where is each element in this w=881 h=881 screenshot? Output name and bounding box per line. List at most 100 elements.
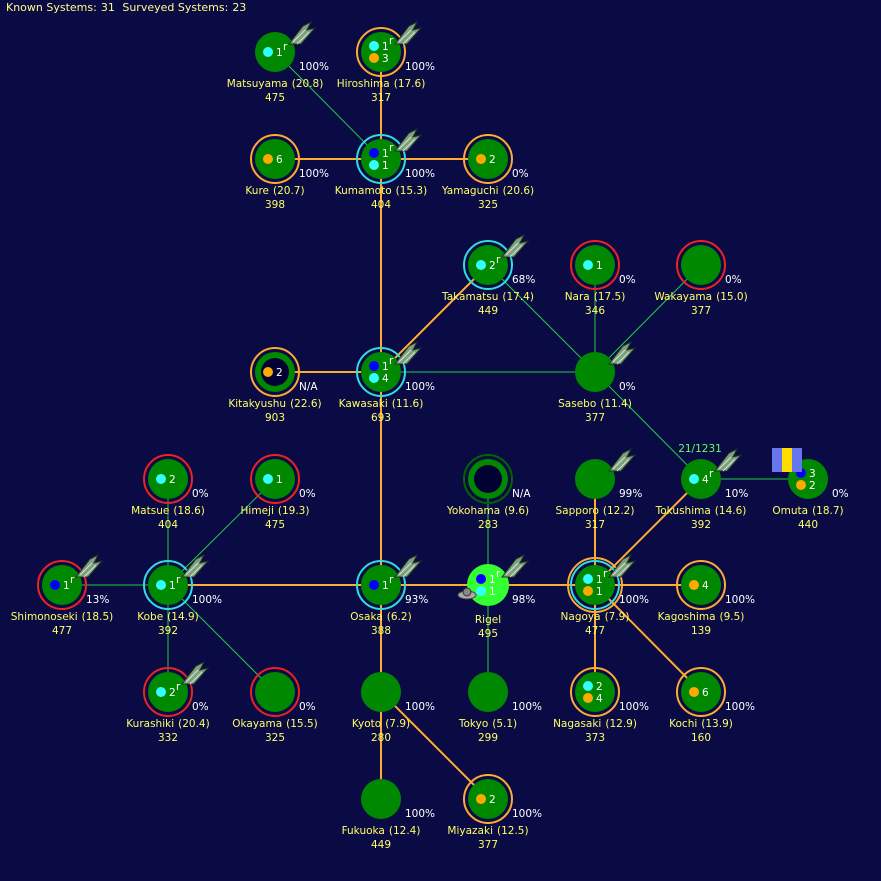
system-name-text: Kochi xyxy=(669,718,697,730)
unit-count: 1 xyxy=(63,580,70,592)
system-name-text: Osaka xyxy=(350,611,383,623)
system-sapporo[interactable]: 99%Sapporo(12.2)317 xyxy=(556,447,643,531)
fleet-icon[interactable] xyxy=(393,340,423,365)
system-value: 477 xyxy=(585,625,605,637)
system-value: 449 xyxy=(478,305,498,317)
hyperlane-tokushima-nagoya xyxy=(594,478,702,586)
fleet-icon[interactable] xyxy=(393,553,423,578)
fleet-icon[interactable] xyxy=(607,553,637,578)
fleet-icon[interactable] xyxy=(393,127,423,152)
system-nara[interactable]: 10%Nara(17.5)346 xyxy=(565,240,636,317)
system-name: Nara(17.5) xyxy=(565,291,626,303)
system-value: 373 xyxy=(585,732,605,744)
survey-percent: 100% xyxy=(192,594,222,606)
rally-marker: r xyxy=(709,468,714,480)
planet-icon xyxy=(575,672,615,712)
system-name-text: Kitakyushu xyxy=(228,398,286,410)
system-name-text: Sasebo xyxy=(558,398,596,410)
unit-count: 4 xyxy=(382,373,389,385)
system-ring xyxy=(463,240,513,290)
system-value: 693 xyxy=(371,412,391,424)
system-name-text: Omuta xyxy=(772,505,808,517)
surveyed-systems-count: 23 xyxy=(232,1,247,14)
system-wakayama[interactable]: 0%Wakayama(15.0)377 xyxy=(654,240,748,317)
system-sasebo[interactable]: 0%Sasebo(11.4)377 xyxy=(558,340,637,424)
system-distance: (12.4) xyxy=(389,825,421,837)
planet-icon xyxy=(575,352,615,392)
system-name-text: Rigel xyxy=(475,614,501,626)
system-matsue[interactable]: 20%Matsue(18.6)404 xyxy=(131,454,209,531)
system-ring xyxy=(463,454,513,504)
system-value: 325 xyxy=(478,199,498,211)
planet-icon xyxy=(255,32,295,72)
fleet-icon[interactable] xyxy=(74,553,104,578)
system-distance: (7.9) xyxy=(605,611,630,623)
rally-marker: r xyxy=(70,574,75,586)
rally-marker: r xyxy=(283,41,288,53)
unit-dot-blue xyxy=(369,148,379,158)
fleet-icon[interactable] xyxy=(500,233,530,258)
fleet-icon[interactable] xyxy=(287,20,317,45)
system-name: Wakayama(15.0) xyxy=(654,291,747,303)
fleet-icon[interactable] xyxy=(607,340,637,365)
surveyed-systems-label: Surveyed Systems: xyxy=(122,1,229,14)
unit-count: 2 xyxy=(489,794,496,806)
unit-count: 1 xyxy=(382,41,389,53)
system-tokyo[interactable]: 100%Tokyo(5.1)299 xyxy=(458,672,542,744)
fleet-icon[interactable] xyxy=(500,553,530,578)
system-name-text: Yokohama xyxy=(446,505,500,517)
unit-dot-orange xyxy=(583,586,593,596)
fleet-icon[interactable] xyxy=(393,20,423,45)
system-fukuoka[interactable]: 100%Fukuoka(12.4)449 xyxy=(342,779,435,851)
unit-count: 2 xyxy=(169,474,176,486)
system-name: Okayama(15.5) xyxy=(232,718,317,730)
system-distance: (17.4) xyxy=(502,291,534,303)
planet-icon xyxy=(468,779,508,819)
system-name-text: Matsuyama xyxy=(227,78,288,90)
system-himeji[interactable]: 10%Himeji(19.3)475 xyxy=(241,454,316,531)
system-value: 392 xyxy=(691,519,711,531)
fleet-icon[interactable] xyxy=(180,660,210,685)
system-name: Kochi (13.9) xyxy=(669,718,733,730)
fleet-icon[interactable] xyxy=(607,447,637,472)
survey-percent: 98% xyxy=(512,594,535,606)
system-distance: (13.9) xyxy=(701,718,733,730)
system-kyoto[interactable]: 100%Kyoto(7.9)280 xyxy=(352,672,435,744)
system-value: 475 xyxy=(265,519,285,531)
system-distance: (14.9) xyxy=(167,611,199,623)
system-value: 377 xyxy=(691,305,711,317)
fleet-icon[interactable] xyxy=(180,553,210,578)
fleet-icon[interactable] xyxy=(713,447,743,472)
system-ring xyxy=(250,134,300,184)
hyperlane-himeji-kobe xyxy=(167,478,276,586)
unit-count: 4 xyxy=(702,580,709,592)
survey-percent: 0% xyxy=(512,168,529,180)
system-yamaguchi[interactable]: 20%Yamaguchi(20.6)325 xyxy=(441,134,534,211)
system-value: 377 xyxy=(585,412,605,424)
unit-count: 1 xyxy=(489,574,496,586)
system-name: Kure(20.7) xyxy=(245,185,304,197)
system-okayama[interactable]: 0%Okayama(15.5)325 xyxy=(232,667,318,744)
hyperlane-takamatsu-sasebo xyxy=(487,264,596,373)
system-omuta[interactable]: 320%Omuta(18.7)440 xyxy=(772,448,849,531)
